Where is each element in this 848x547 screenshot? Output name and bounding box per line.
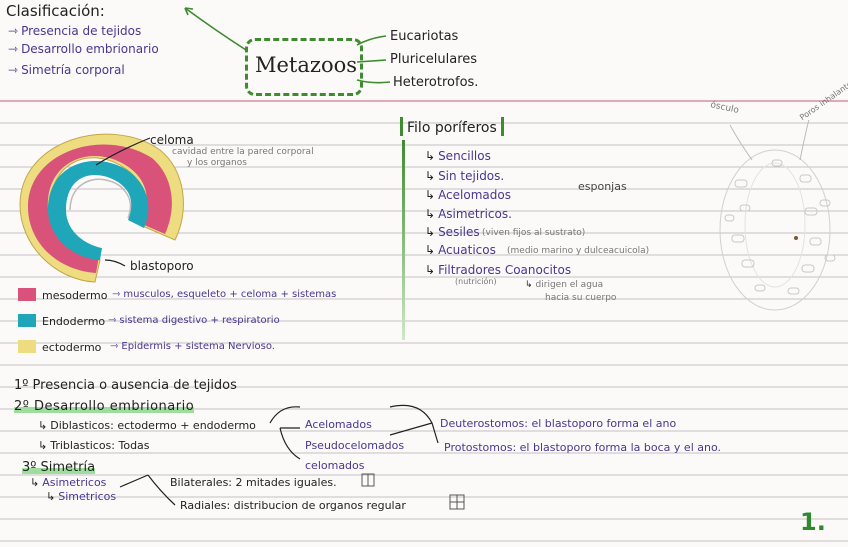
bilaterales: Bilaterales: 2 mitades iguales. bbox=[170, 476, 337, 489]
legend-ectodermo-desc: Epidermis + sistema Nervioso. bbox=[110, 342, 275, 352]
legend-ectodermo: ectodermo bbox=[42, 341, 102, 354]
triblasticos: Triblasticos: Todas bbox=[38, 440, 149, 451]
celomados: celomados bbox=[305, 459, 365, 472]
filo-title: Filo poríferos bbox=[407, 120, 497, 136]
simetricos: Simetricos bbox=[46, 491, 116, 502]
swatch-ectodermo bbox=[18, 340, 36, 353]
filo-item-sesiles: Sesiles bbox=[425, 226, 480, 238]
radiales: Radiales: distribucion de organos regula… bbox=[180, 499, 406, 512]
criterion-desarrollo: Desarrollo embrionario bbox=[8, 43, 159, 55]
point-tejidos: 1º Presencia o ausencia de tejidos bbox=[14, 378, 237, 393]
trait-eucariotas: Eucariotas bbox=[390, 29, 459, 44]
label-blastoporo: blastoporo bbox=[130, 259, 194, 273]
label-esponjas: esponjas bbox=[578, 180, 627, 193]
criterion-simetria: Simetría corporal bbox=[8, 64, 125, 76]
filo-note-dirigen: dirigen el agua bbox=[525, 281, 604, 290]
filo-item-acuaticos: Acuaticos bbox=[425, 244, 496, 256]
legend-endodermo-desc: sistema digestivo + respiratorio bbox=[108, 316, 279, 326]
bottom-arrows bbox=[119, 404, 465, 510]
filo-item-acelomados: Acelomados bbox=[425, 189, 511, 201]
filo-note-acuaticos: (medio marino y dulceacuicola) bbox=[507, 246, 650, 256]
celoma-note-2: y los organos bbox=[187, 158, 247, 168]
label-celoma: celoma bbox=[150, 133, 194, 147]
germ-layer-drawing bbox=[19, 133, 184, 283]
clasificacion-heading: Clasificación: bbox=[6, 2, 105, 20]
filo-vertical-rule bbox=[402, 140, 405, 340]
protostomos: Protostomos: el blastoporo forma la boca… bbox=[444, 441, 721, 454]
criterion-tejidos: Presencia de tejidos bbox=[8, 25, 141, 37]
celoma-note-1: cavidad entre la pared corporal bbox=[172, 147, 314, 157]
title-box bbox=[245, 38, 363, 96]
filo-note-nutricion: (nutrición) bbox=[455, 277, 497, 286]
filo-note-hacia: hacia su cuerpo bbox=[545, 293, 617, 303]
diblasticos: Diblasticos: ectodermo + endodermo bbox=[38, 420, 256, 431]
filo-item-asimetricos: Asimetricos. bbox=[425, 208, 512, 220]
filo-item-sencillos: Sencillos bbox=[425, 150, 491, 162]
filo-item-filtradores: Filtradores Coanocitos bbox=[425, 264, 571, 276]
page-number: 1. bbox=[800, 508, 826, 536]
trait-pluricelulares: Pluricelulares bbox=[390, 52, 478, 67]
header-arrows bbox=[184, 7, 391, 84]
trait-heterotrofos: Heterotrofos. bbox=[393, 75, 479, 90]
point-desarrollo: 2º Desarrollo embrionario bbox=[14, 399, 195, 414]
asimetricos: Asimetricos bbox=[30, 477, 106, 488]
deuterostomos: Deuterostomos: el blastoporo forma el an… bbox=[440, 417, 677, 430]
sponge-sketch bbox=[719, 120, 836, 311]
legend-endodermo: Endodermo bbox=[42, 315, 106, 328]
swatch-mesodermo bbox=[18, 288, 36, 301]
filo-title-box: Filo poríferos bbox=[400, 117, 504, 136]
page-title: Metazoos bbox=[255, 53, 358, 77]
acelomados: Acelomados bbox=[305, 418, 372, 431]
filo-item-sin-tejidos: Sin tejidos. bbox=[425, 170, 504, 182]
swatch-endodermo bbox=[18, 314, 36, 327]
legend-mesodermo-desc: musculos, esqueleto + celoma + sistemas bbox=[112, 290, 336, 300]
legend-mesodermo: mesodermo bbox=[42, 289, 108, 302]
point-simetria: 3º Simetría bbox=[22, 460, 96, 475]
pseudocelomados: Pseudocelomados bbox=[305, 439, 405, 452]
filo-note-sesiles: (viven fijos al sustrato) bbox=[482, 228, 586, 238]
